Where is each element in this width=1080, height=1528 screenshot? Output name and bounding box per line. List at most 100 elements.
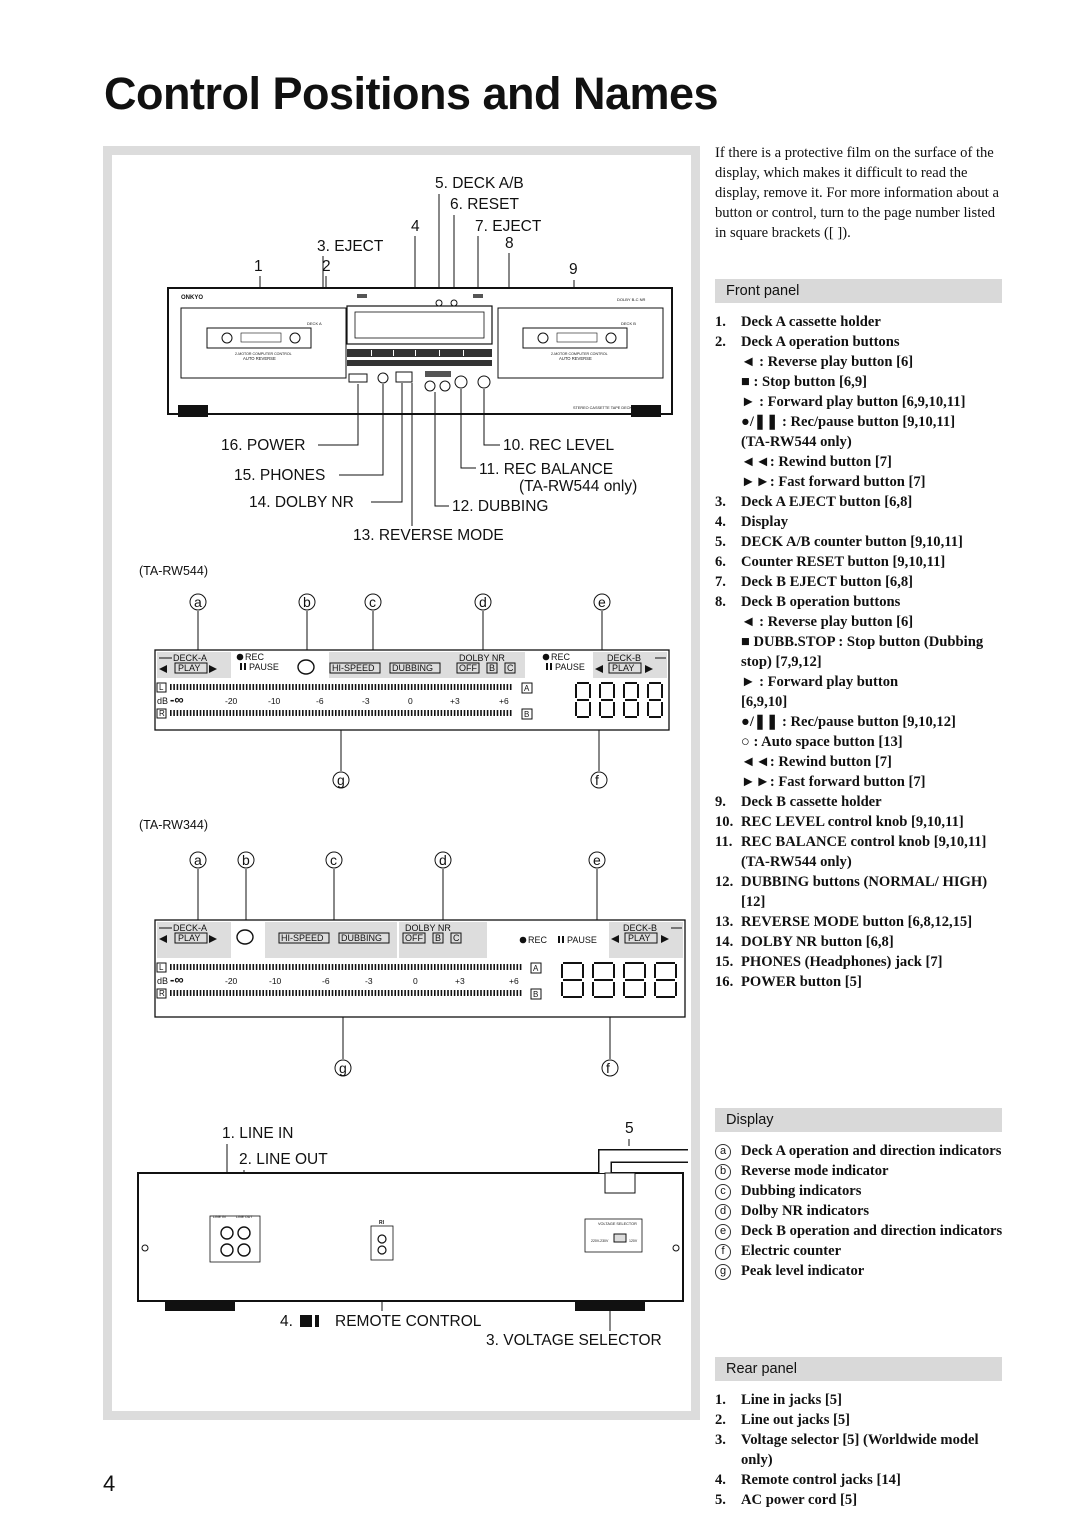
- callout-circle-f: [601, 1059, 619, 1077]
- disp-c: C: [453, 933, 460, 943]
- disp-pause-bar: [240, 663, 242, 670]
- deck-front-illustration: ONKYO DOLBY B-C NR DECK A 2-MOTOR COMPUT…: [167, 287, 673, 417]
- disp-db: dB: [157, 976, 168, 986]
- callout-circle-a: [189, 851, 207, 869]
- rear-voltage-label: VOLTAGE SELECTOR: [598, 1222, 637, 1226]
- display-item-number: c: [715, 1184, 731, 1200]
- disp-scale-label: -3: [362, 696, 370, 706]
- front-item: ► : Forward play button [6,9,10,11]: [715, 392, 1010, 412]
- front-item: 7.Deck B EJECT button [6,8]: [715, 572, 1010, 592]
- callout-letter-g: g: [337, 772, 345, 788]
- rear-item-number: 2.: [715, 1412, 726, 1428]
- disp-fwd-arrow-b: [645, 665, 653, 673]
- callout-circle-b: [298, 593, 316, 611]
- front-item: 11.REC BALANCE control knob [9,10,11] (T…: [715, 832, 1010, 872]
- figure-panel: 5. DECK A/B 6. RESET 4 7. EJECT 3. EJECT…: [103, 146, 700, 1420]
- disp-rev-arrow-a: [159, 665, 167, 673]
- deck-b-auto-reverse: AUTO REVERSE: [559, 356, 592, 361]
- callout-letter-e: e: [598, 594, 606, 610]
- disp-reverse-mode-icon: [297, 659, 315, 668]
- front-item-number: 4.: [715, 514, 726, 530]
- display-item-text: Electric counter: [741, 1243, 842, 1259]
- callout-circle-a: [189, 593, 207, 611]
- disp-rec-dot: [236, 653, 244, 661]
- disp-play-b: PLAY: [612, 663, 634, 673]
- front-item-number: 12.: [715, 874, 734, 890]
- disp-scale-label: -6: [322, 976, 330, 986]
- front-item: ►►: Fast forward button [7]: [715, 472, 1010, 492]
- front-item-text: REC BALANCE control knob [9,10,11] (TA-R…: [741, 834, 987, 870]
- callout-letter-a: a: [194, 594, 202, 610]
- front-item: 3.Deck A EJECT button [6,8]: [715, 492, 1010, 512]
- disp-pause-bar: [562, 936, 564, 943]
- front-item-text: ◄◄: Rewind button [7]: [741, 454, 892, 470]
- front-item: ■ DUBB.STOP : Stop button (Dubbing stop)…: [715, 632, 1010, 672]
- rear-item-text: Line in jacks [5]: [741, 1392, 842, 1408]
- front-item-number: 13.: [715, 914, 734, 930]
- disp-deck-b: DECK-B: [623, 923, 657, 933]
- disp-L: L: [159, 963, 164, 972]
- disp-scale-label: -20: [225, 976, 238, 986]
- front-item-text: ◄◄: Rewind button [7]: [741, 754, 892, 770]
- disp-scale-label: +3: [450, 696, 460, 706]
- callout-8: 8: [505, 235, 514, 252]
- callout-letter-c: c: [369, 594, 376, 610]
- disp-scale-label: -6: [316, 696, 324, 706]
- disp-db: dB: [157, 696, 168, 706]
- callout-circle-g: [334, 1059, 352, 1077]
- callout-circle-g: [332, 771, 350, 789]
- disp-rec: REC: [245, 652, 265, 662]
- deck-b-cdc: 2-MOTOR COMPUTER CONTROL: [551, 352, 608, 356]
- front-item: 10.REC LEVEL control knob [9,10,11]: [715, 812, 1010, 832]
- disp-pause: PAUSE: [249, 662, 279, 672]
- callout-10: 10. REC LEVEL: [503, 437, 615, 454]
- rear-item-text: Remote control jacks [14]: [741, 1472, 901, 1488]
- rear-item-text: Line out jacks [5]: [741, 1412, 851, 1428]
- front-item-text: REC LEVEL control knob [9,10,11]: [741, 814, 964, 830]
- rear-callout-2: 2. LINE OUT: [239, 1151, 328, 1168]
- deck-a-auto-reverse: AUTO REVERSE: [243, 356, 276, 361]
- front-item-number: 6.: [715, 554, 726, 570]
- disp-scale-label: +6: [509, 976, 519, 986]
- dolby-zone: [453, 652, 523, 678]
- page-title: Control Positions and Names: [104, 68, 719, 119]
- disp-c: C: [507, 663, 514, 673]
- deck-brand: ONKYO: [181, 295, 203, 301]
- display-item-number: a: [715, 1144, 731, 1160]
- disp-scale-label: 0: [408, 696, 413, 706]
- disp-inf: -∞: [170, 692, 184, 707]
- front-item: 9.Deck B cassette holder: [715, 792, 1010, 812]
- deck-a-zone: [157, 652, 231, 678]
- front-item-text: ■ : Stop button [6,9]: [741, 374, 867, 390]
- rear-item: 1.Line in jacks [5]: [715, 1390, 1010, 1410]
- front-item-text: ●/❚❚ : Rec/pause button [9,10,12]: [741, 714, 956, 730]
- front-item-text: Deck A operation buttons: [741, 334, 900, 350]
- disp-b: B: [489, 663, 495, 673]
- disp-dolby: DOLBY NR: [405, 923, 451, 933]
- disp-deck-a: DECK-A: [173, 653, 207, 663]
- display-item-text: Dolby NR indicators: [741, 1203, 870, 1219]
- callout-15: 15. PHONES: [234, 467, 325, 484]
- front-item-text: [6,9,10]: [741, 694, 788, 710]
- display-item-text: Dubbing indicators: [741, 1183, 862, 1199]
- callout-letter-c: c: [330, 852, 337, 868]
- rear-item: 2. Line out jacks [5]: [715, 1410, 1010, 1430]
- display-item-number: d: [715, 1204, 731, 1220]
- rear-ri-logo: [300, 1315, 319, 1327]
- rear-line-out-label: LINE OUT: [236, 1215, 253, 1219]
- disp-rev-arrow-b: [611, 935, 619, 943]
- rear-item-number: 4.: [715, 1472, 726, 1488]
- front-item: ◄ : Reverse play button [6]: [715, 612, 1010, 632]
- callout-circle-b: [237, 851, 255, 869]
- disp-B: B: [533, 990, 538, 999]
- front-item-number: 2.: [715, 334, 726, 350]
- front-item-text: Counter RESET button [9,10,11]: [741, 554, 946, 570]
- front-item-number: 9.: [715, 794, 726, 810]
- callout-6: 6. RESET: [450, 196, 519, 213]
- front-panel-heading: Front panel: [715, 279, 1002, 303]
- front-item-text: Deck A EJECT button [6,8]: [741, 494, 913, 510]
